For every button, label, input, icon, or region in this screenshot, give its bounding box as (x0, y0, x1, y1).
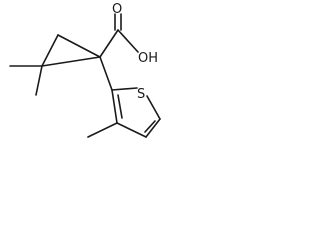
acid-bond (99, 29, 119, 58)
thiophene-bond (111, 87, 138, 91)
cyclopropane-bond (41, 34, 59, 67)
cyclopropane-bond (41, 56, 101, 67)
thiophene-bond (111, 89, 118, 124)
thiophene-bond (146, 95, 161, 120)
thiophene-bond (145, 118, 161, 138)
sulfur-label: S (137, 87, 145, 102)
hydroxyl-label: OH (138, 51, 158, 66)
thiophene-double-bond (117, 94, 123, 119)
cyclopropane-bond (57, 34, 101, 58)
carbonyl-oxygen-label: O (112, 2, 122, 17)
hydroxyl-bond (117, 29, 139, 53)
thiophene-double-bond (144, 120, 156, 133)
structure-diagram: O OH S (9, 2, 161, 138)
thiophene-bond (116, 122, 147, 138)
methyl-bond (87, 122, 118, 138)
ring-link-bond (99, 56, 113, 91)
methyl-bond (35, 65, 43, 96)
